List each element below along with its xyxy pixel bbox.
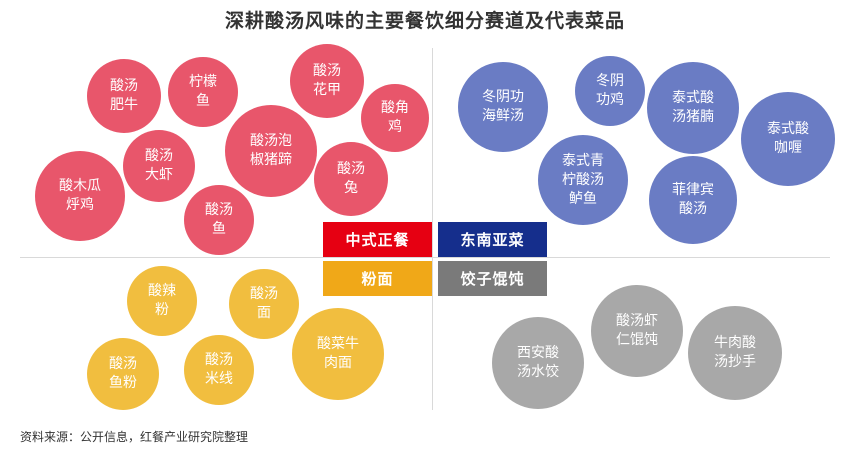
dish-label: 粉 xyxy=(155,302,169,318)
dish-bubble: 西安酸汤水饺 xyxy=(492,317,584,409)
dish-bubble: 酸汤鱼 xyxy=(184,185,254,255)
dish-bubble: 菲律宾酸汤 xyxy=(649,156,737,244)
dish-bubble: 柠檬鱼 xyxy=(168,57,238,127)
dish-bubble: 酸汤面 xyxy=(229,269,299,339)
dish-label: 仁馄饨 xyxy=(616,332,658,348)
dish-bubble: 酸汤泡椒猪蹄 xyxy=(225,105,317,197)
dish-label: 酸汤泡 xyxy=(250,133,292,149)
dish-label: 鲈鱼 xyxy=(569,190,597,207)
dish-label: 兔 xyxy=(344,180,358,196)
dish-label: 酸汤 xyxy=(109,356,137,372)
dish-label: 酸汤 xyxy=(679,201,707,217)
horizontal-axis-line xyxy=(20,257,830,258)
dish-bubble: 泰式酸汤猪腩 xyxy=(647,62,739,154)
dish-label: 酸汤 xyxy=(110,78,138,94)
dish-label: 功鸡 xyxy=(596,92,624,108)
dish-label: 鸡 xyxy=(388,119,402,135)
dish-bubble: 泰式酸咖喱 xyxy=(741,92,835,186)
tag-chinese-formal: 中式正餐 xyxy=(323,222,432,257)
dish-bubble: 酸汤大虾 xyxy=(123,130,195,202)
dish-label: 烀鸡 xyxy=(66,197,94,213)
dish-bubble: 酸汤虾仁馄饨 xyxy=(591,285,683,377)
dish-bubble: 酸汤肥牛 xyxy=(87,59,161,133)
dish-label: 花甲 xyxy=(313,82,341,98)
dish-label: 泰式酸 xyxy=(672,90,714,106)
dish-label: 鱼 xyxy=(196,93,210,109)
dish-label: 肉面 xyxy=(324,355,352,371)
dish-label: 酸汤 xyxy=(313,63,341,79)
dish-bubble: 酸汤鱼粉 xyxy=(87,338,159,410)
dish-label: 汤抄手 xyxy=(714,354,756,370)
dish-bubble: 泰式青柠酸汤鲈鱼 xyxy=(538,135,628,225)
dish-label: 西安酸 xyxy=(517,345,559,361)
dish-label: 柠酸汤 xyxy=(562,171,604,188)
dish-label: 咖喱 xyxy=(774,140,802,156)
dish-label: 泰式酸 xyxy=(767,121,809,137)
dish-label: 柠檬 xyxy=(189,74,217,90)
dish-bubble: 酸辣粉 xyxy=(127,266,197,336)
source-note: 资料来源：公开信息，红餐产业研究院整理 xyxy=(20,430,249,444)
dish-label: 大虾 xyxy=(145,167,173,183)
dish-label: 汤猪腩 xyxy=(672,109,714,125)
tag-southeast-asian: 东南亚菜 xyxy=(438,222,547,257)
dish-label: 冬阴功 xyxy=(482,89,524,105)
dish-label: 海鲜汤 xyxy=(482,108,524,124)
dish-label: 椒猪蹄 xyxy=(250,152,292,168)
dish-bubble: 酸汤花甲 xyxy=(290,44,364,118)
dish-label: 面 xyxy=(257,305,271,321)
dish-bubble: 酸木瓜烀鸡 xyxy=(35,151,125,241)
dish-label: 牛肉酸 xyxy=(714,335,756,351)
dish-label: 酸辣 xyxy=(148,283,176,299)
dish-bubble: 酸汤兔 xyxy=(314,142,388,216)
dish-bubble: 酸汤米线 xyxy=(184,335,254,405)
dish-label: 酸木瓜 xyxy=(59,178,101,194)
dish-label: 汤水饺 xyxy=(517,364,559,380)
tag-noodles: 粉面 xyxy=(323,261,432,296)
dish-label: 鱼粉 xyxy=(109,375,137,391)
dish-label: 酸汤 xyxy=(205,352,233,368)
dish-bubble: 酸菜牛肉面 xyxy=(292,308,384,400)
tag-dumplings-wontons: 饺子馄饨 xyxy=(438,261,547,296)
vertical-axis-line xyxy=(432,48,433,410)
dish-label: 酸汤虾 xyxy=(616,313,658,329)
dish-label: 酸角 xyxy=(381,100,409,116)
dish-label: 酸汤 xyxy=(205,202,233,218)
dish-bubble: 酸角鸡 xyxy=(361,84,429,152)
dish-label: 泰式青 xyxy=(562,152,604,169)
dish-label: 酸汤 xyxy=(250,286,278,302)
dish-bubble: 冬阴功海鲜汤 xyxy=(458,62,548,152)
dish-label: 酸汤 xyxy=(337,161,365,177)
dish-label: 肥牛 xyxy=(110,97,138,113)
dish-label: 酸菜牛 xyxy=(317,336,359,352)
dish-bubble: 冬阴功鸡 xyxy=(575,56,645,126)
dish-label: 鱼 xyxy=(212,221,226,237)
dish-label: 米线 xyxy=(205,371,233,387)
dish-label: 冬阴 xyxy=(596,73,624,89)
dish-label: 菲律宾 xyxy=(672,182,714,198)
dish-bubble: 牛肉酸汤抄手 xyxy=(688,306,782,400)
dish-label: 酸汤 xyxy=(145,148,173,164)
chart-title: 深耕酸汤风味的主要餐饮细分赛道及代表菜品 xyxy=(224,10,625,32)
